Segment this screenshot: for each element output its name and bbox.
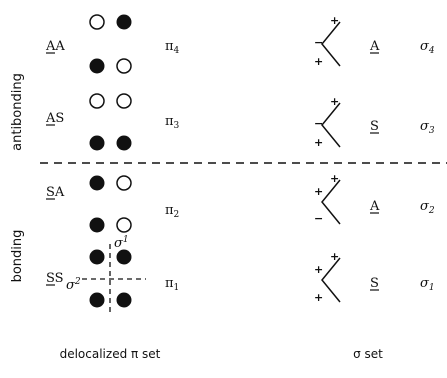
symmetry-label: AA	[45, 39, 65, 54]
mirror-v-label: σ1	[114, 235, 129, 251]
orbital-label: σ3	[420, 119, 435, 136]
sign-bottom: −	[314, 212, 323, 225]
orbital-label: π1	[165, 276, 179, 293]
bent-bond-shape	[321, 179, 341, 225]
symmetry-label: SS	[46, 271, 64, 286]
bent-bond-shape	[321, 21, 341, 67]
sigma-row-4: + − + A σ4	[314, 14, 435, 68]
sign-middle: −	[314, 36, 323, 49]
pi-set-caption: delocalized π set	[60, 347, 161, 361]
sign-bottom: +	[314, 136, 323, 149]
orbital-lobe-filled	[89, 249, 105, 265]
orbital-lobe-filled	[89, 135, 105, 151]
orbital-lobe-filled	[116, 14, 132, 30]
mirror-h-label: σ2	[66, 277, 81, 293]
orbital-lobe-empty	[89, 93, 105, 109]
orbital-lobe-filled	[89, 217, 105, 233]
orbital-lobe-empty	[116, 217, 132, 233]
symmetry-label: S	[370, 119, 379, 134]
sign-top: +	[330, 172, 339, 185]
sigma-row-1: + + + S σ1	[314, 250, 435, 304]
bent-bond-shape	[321, 102, 341, 148]
orbital-label: π4	[165, 39, 180, 56]
orbital-label: π3	[165, 114, 180, 131]
orbital-lobe-empty	[89, 14, 105, 30]
orbital-lobe-empty	[116, 93, 132, 109]
sigma-row-3: + − + S σ3	[314, 95, 435, 149]
sign-middle: −	[314, 117, 323, 130]
bent-bond-shape	[321, 257, 341, 303]
orbital-lobe-empty	[116, 175, 132, 191]
pi-row-sa: SA π2	[46, 175, 179, 233]
symmetry-label: A	[369, 39, 380, 54]
orbital-lobe-filled	[89, 175, 105, 191]
orbital-lobe-filled	[89, 58, 105, 74]
symmetry-label: S	[370, 276, 379, 291]
pi-row-ss: SS σ1 σ2 π1	[46, 235, 179, 316]
orbital-lobe-filled	[89, 292, 105, 308]
sigma-set-caption: σ set	[353, 347, 383, 361]
orbital-label: σ1	[420, 276, 435, 293]
symmetry-label: AS	[45, 111, 64, 126]
sign-middle: +	[314, 263, 323, 276]
orbital-lobe-filled	[116, 249, 132, 265]
pi-row-aa: AA π4	[45, 14, 180, 74]
sign-middle: +	[314, 185, 323, 198]
sigma-row-2: + + − A σ2	[314, 172, 435, 225]
orbital-lobe-filled	[116, 292, 132, 308]
pi-row-as: AS π3	[45, 93, 180, 151]
orbital-label: π2	[165, 203, 179, 220]
sign-bottom: +	[314, 55, 323, 68]
sign-top: +	[330, 95, 339, 108]
antibonding-label: antibonding	[10, 73, 25, 151]
orbital-lobe-filled	[116, 135, 132, 151]
symmetry-label: A	[369, 199, 380, 214]
sign-top: +	[330, 14, 339, 27]
orbital-label: σ2	[420, 199, 435, 216]
sign-top: +	[330, 250, 339, 263]
sign-bottom: +	[314, 291, 323, 304]
orbital-label: σ4	[420, 39, 435, 56]
symmetry-label: SA	[46, 185, 65, 200]
bonding-label: bonding	[10, 230, 25, 283]
orbital-lobe-empty	[116, 58, 132, 74]
